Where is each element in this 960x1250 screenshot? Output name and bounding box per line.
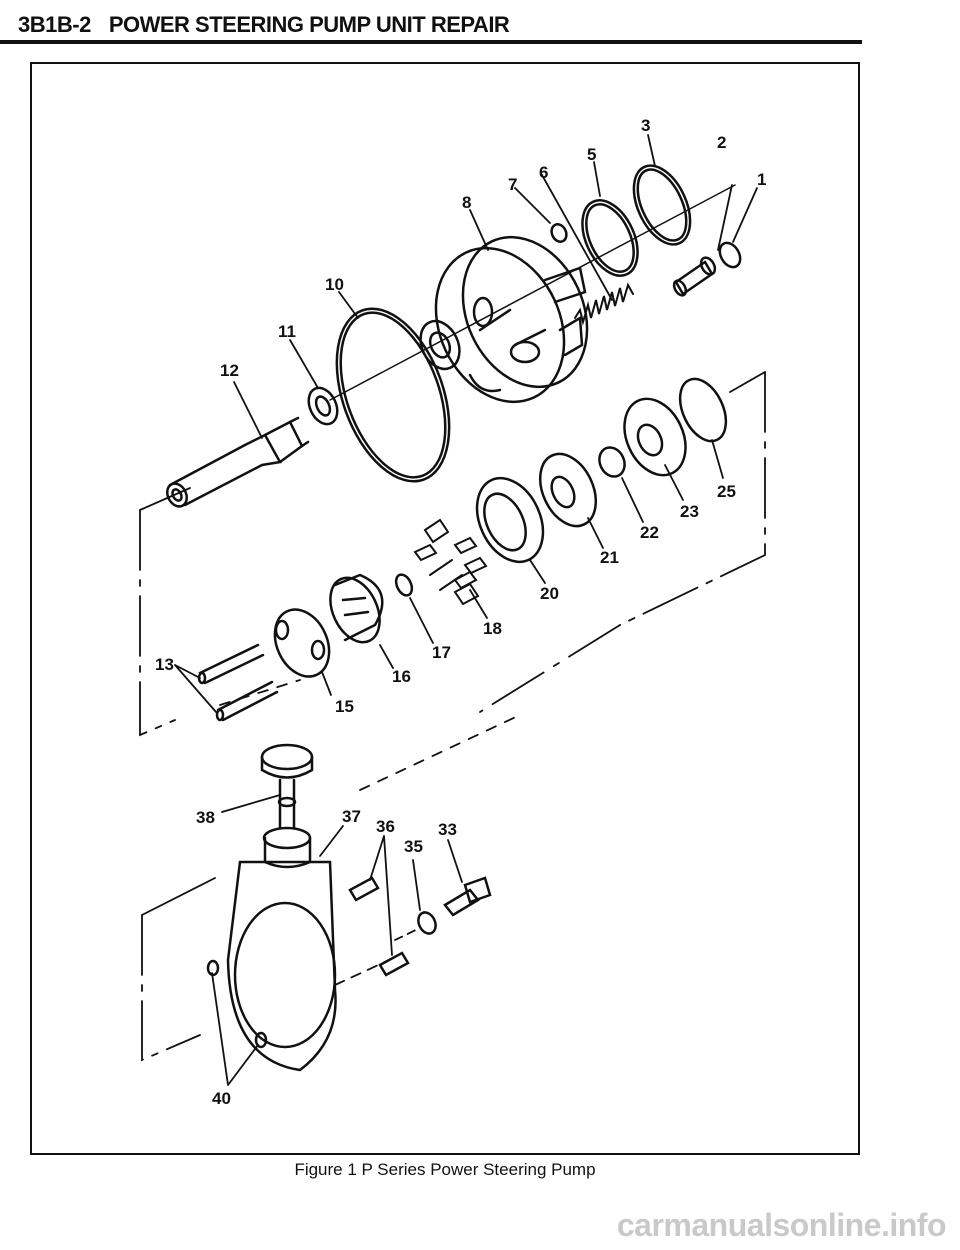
snap-ring-small bbox=[718, 241, 742, 269]
callout-13: 13 bbox=[155, 655, 174, 674]
callout-labels: 1 2 3 5 6 7 8 10 11 12 13 15 16 17 18 20… bbox=[155, 116, 766, 1108]
callout-22: 22 bbox=[640, 523, 659, 542]
callout-20: 20 bbox=[540, 584, 559, 603]
callout-21: 21 bbox=[600, 548, 619, 567]
callout-35: 35 bbox=[404, 837, 423, 856]
flow-control-valve bbox=[672, 256, 717, 297]
housing-o-ring bbox=[335, 307, 451, 483]
callout-38: 38 bbox=[196, 808, 215, 827]
drive-shaft bbox=[166, 416, 310, 508]
section-title: POWER STEERING PUMP UNIT REPAIR bbox=[108, 12, 510, 37]
callout-7: 7 bbox=[508, 175, 517, 194]
page-header: 3B1B-2 POWER STEERING PUMP UNIT REPAIR bbox=[18, 12, 527, 38]
callout-17: 17 bbox=[432, 643, 451, 662]
callout-25: 25 bbox=[717, 482, 736, 501]
pressure-plate bbox=[623, 397, 687, 477]
callout-11: 11 bbox=[278, 322, 296, 341]
callout-2: 2 bbox=[717, 133, 726, 152]
callout-6: 6 bbox=[539, 163, 548, 182]
vanes bbox=[413, 518, 488, 606]
reservoir-cap bbox=[260, 743, 314, 830]
o-ring-3 bbox=[632, 164, 692, 246]
o-ring-5 bbox=[581, 199, 639, 277]
callout-15: 15 bbox=[335, 697, 354, 716]
reservoir bbox=[226, 826, 337, 1072]
assembly-guide-upper bbox=[139, 371, 766, 791]
assembly-axis bbox=[329, 184, 736, 401]
callout-5: 5 bbox=[587, 145, 596, 164]
leader-lines bbox=[174, 134, 758, 1086]
figure-frame bbox=[30, 62, 860, 1155]
callout-1: 1 bbox=[757, 170, 766, 189]
header-rule bbox=[0, 40, 862, 44]
outlet-connector bbox=[443, 876, 492, 917]
assembly-guide-lower bbox=[141, 877, 421, 1062]
section-code: 3B1B-2 bbox=[18, 12, 91, 37]
watermark: carmanualsonline.info bbox=[616, 1207, 947, 1243]
oil-seal bbox=[307, 386, 339, 426]
pump-ring bbox=[475, 476, 545, 564]
callout-12: 12 bbox=[220, 361, 239, 380]
callout-3: 3 bbox=[641, 116, 650, 135]
pump-housing bbox=[419, 235, 589, 404]
reservoir-fittings bbox=[348, 876, 410, 977]
rotor-snap-ring bbox=[394, 573, 414, 597]
fitting-o-ring bbox=[417, 911, 437, 935]
flow-control-spring bbox=[574, 282, 634, 326]
pressure-plate-spring bbox=[598, 446, 626, 478]
dowel-pins bbox=[197, 643, 279, 722]
figure-caption: Figure 1 P Series Power Steering Pump bbox=[294, 1160, 596, 1179]
retaining-ring bbox=[678, 377, 728, 443]
small-o-ring bbox=[550, 223, 568, 243]
callout-8: 8 bbox=[462, 193, 471, 212]
rotor bbox=[329, 573, 384, 644]
callout-33: 33 bbox=[438, 820, 457, 839]
callout-23: 23 bbox=[680, 502, 699, 521]
cam-plate bbox=[273, 608, 331, 678]
callout-18: 18 bbox=[483, 619, 502, 638]
callout-16: 16 bbox=[392, 667, 411, 686]
thrust-plate bbox=[538, 452, 598, 528]
callout-37: 37 bbox=[342, 807, 361, 826]
callout-10: 10 bbox=[325, 275, 344, 294]
callout-36: 36 bbox=[376, 817, 395, 836]
callout-40: 40 bbox=[212, 1089, 231, 1108]
